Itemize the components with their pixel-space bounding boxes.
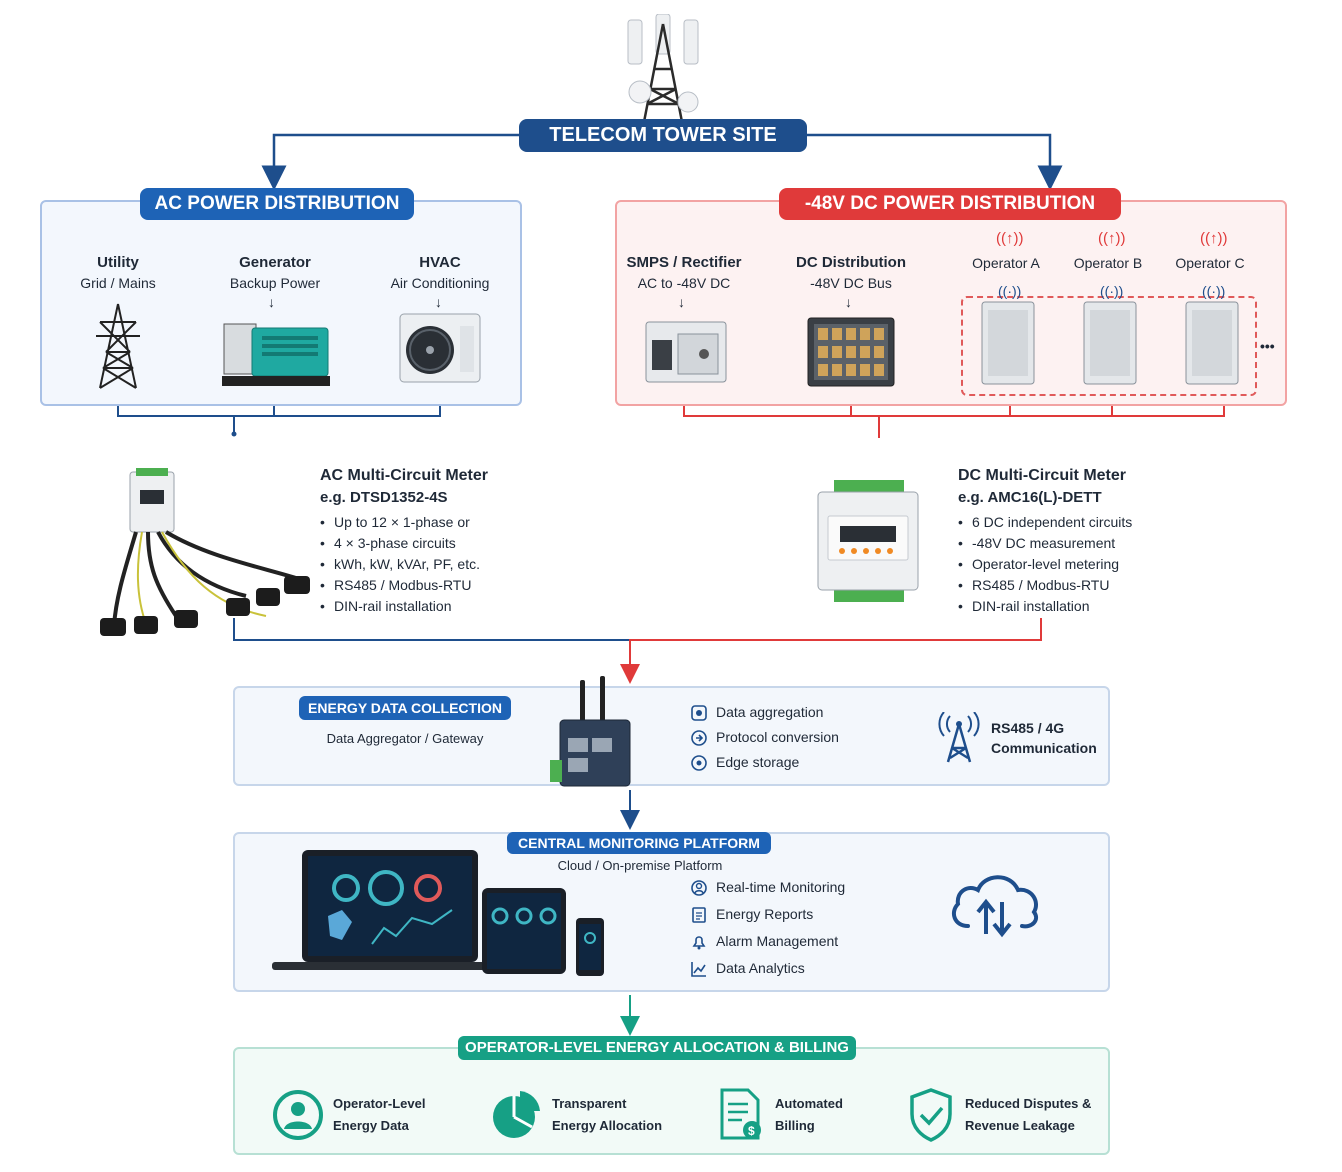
billing-item-line1: Automated — [775, 1096, 843, 1111]
arrow-down-icon: ↓ — [268, 294, 275, 310]
telecom-tower-icon — [627, 14, 699, 122]
dc-meter-feature: 6 DC independent circuits — [958, 512, 1132, 533]
alarm-bell-icon — [690, 933, 708, 951]
platform-title: CENTRAL MONITORING PLATFORM — [507, 832, 771, 854]
generator-icon — [222, 323, 330, 386]
arrow-down-icon: ↓ — [845, 294, 852, 310]
dc-meter-feature: -48V DC measurement — [958, 533, 1132, 554]
collection-feature: Data aggregation — [716, 704, 824, 720]
arrow-down-icon: ↓ — [678, 294, 685, 310]
billing-item-line2: Energy Allocation — [552, 1118, 663, 1133]
data-collection-title: ENERGY DATA COLLECTION — [299, 696, 511, 720]
operator-c-label: Operator C — [1175, 255, 1245, 271]
svg-text:((·)): ((·)) — [1202, 283, 1225, 299]
communication-tower-icon — [938, 712, 980, 763]
ac-meter-feature: DIN-rail installation — [320, 596, 480, 617]
air-conditioner-icon — [399, 313, 481, 383]
operator-c-cabinet-icon: ((·)) — [1185, 283, 1239, 385]
ac-meter-feature: 4 × 3-phase circuits — [320, 533, 480, 554]
comm-sub: Communication — [991, 740, 1097, 756]
collection-feature: Edge storage — [716, 754, 800, 770]
svg-text:((·)): ((·)) — [1100, 283, 1123, 299]
svg-text:$: $ — [748, 1124, 755, 1138]
ac-meter-feature: Up to 12 × 1-phase or — [320, 512, 480, 533]
monitoring-icon — [690, 879, 708, 897]
platform-feature: Real-time Monitoring — [716, 879, 846, 895]
antenna-icon: ((↑)) — [1098, 230, 1126, 247]
dc-meter-feature: RS485 / Modbus-RTU — [958, 575, 1132, 596]
invoice-icon: $ — [720, 1088, 761, 1140]
gateway-label: Data Aggregator / Gateway — [326, 731, 484, 746]
dc-distribution-cabinet-icon — [807, 317, 895, 387]
collection-features: Data aggregation Protocol conversion Edg… — [690, 700, 839, 775]
platform-subtitle: Cloud / On-premise Platform — [557, 858, 723, 873]
billing-item-line1: Operator-Level — [333, 1096, 426, 1111]
billing-panel — [233, 1047, 1110, 1155]
platform-features: Real-time Monitoring Energy Reports Alar… — [690, 874, 845, 982]
rectifier-sub: AC to -48V DC — [637, 275, 731, 291]
utility-sub: Grid / Mains — [80, 275, 156, 291]
gateway-device-icon — [550, 676, 631, 787]
report-icon — [690, 906, 708, 924]
operator-a-label: Operator A — [972, 255, 1040, 271]
dc-meter-image — [817, 480, 919, 602]
operator-a-cabinet-icon: ((·)) — [981, 283, 1035, 385]
svg-text:((·)): ((·)) — [998, 283, 1021, 299]
shield-check-icon — [910, 1088, 952, 1142]
more-operators-ellipsis: ••• — [1260, 338, 1275, 354]
generator-sub: Backup Power — [229, 275, 321, 291]
pie-chart-icon — [493, 1091, 540, 1138]
ac-panel-title: AC POWER DISTRIBUTION — [140, 188, 414, 220]
edge-storage-icon — [690, 754, 708, 772]
hvac-sub: Air Conditioning — [390, 275, 490, 291]
antenna-icon: ((↑)) — [1200, 230, 1228, 247]
ac-meter-model: e.g. DTSD1352-4S — [320, 489, 448, 506]
site-title: TELECOM TOWER SITE — [519, 119, 807, 152]
dc-meter-feature: Operator-level metering — [958, 554, 1132, 575]
ac-meter-features: Up to 12 × 1-phase or 4 × 3-phase circui… — [320, 512, 480, 617]
dc-meter-feature: DIN-rail installation — [958, 596, 1132, 617]
comm-label: RS485 / 4G — [991, 720, 1065, 736]
ac-meter-feature: kWh, kW, kVAr, PF, etc. — [320, 554, 480, 575]
dc-meter-model: e.g. AMC16(L)-DETT — [958, 489, 1102, 506]
billing-item-line2: Revenue Leakage — [965, 1118, 1075, 1133]
dc-distribution-sub: -48V DC Bus — [810, 275, 892, 291]
dc-meter-features: 6 DC independent circuits -48V DC measur… — [958, 512, 1132, 617]
operator-equipment-group — [961, 296, 1257, 396]
platform-feature: Energy Reports — [716, 906, 814, 922]
ac-meter-image — [100, 468, 310, 636]
ac-meter-title: AC Multi-Circuit Meter — [320, 467, 488, 484]
operator-b-cabinet-icon: ((·)) — [1083, 283, 1137, 385]
billing-item-line1: Transparent — [552, 1096, 627, 1111]
billing-item-line2: Energy Data — [333, 1118, 409, 1133]
platform-feature: Data Analytics — [716, 960, 805, 976]
platform-feature: Alarm Management — [716, 933, 839, 949]
antenna-icon: ((↑)) — [996, 230, 1024, 247]
billing-item-line2: Billing — [775, 1118, 815, 1133]
rectifier-label: SMPS / Rectifier — [626, 254, 742, 271]
dc-meter-title: DC Multi-Circuit Meter — [958, 467, 1126, 484]
dc-distribution-label: DC Distribution — [796, 254, 906, 271]
billing-title: OPERATOR-LEVEL ENERGY ALLOCATION & BILLI… — [458, 1036, 856, 1060]
dashboard-devices-icon — [272, 850, 604, 976]
operator-user-icon — [273, 1090, 323, 1140]
generator-label: Generator — [239, 254, 311, 271]
collection-feature: Protocol conversion — [716, 729, 839, 745]
dc-panel-title: -48V DC POWER DISTRIBUTION — [779, 188, 1121, 220]
hvac-label: HVAC — [419, 254, 461, 271]
operator-b-label: Operator B — [1073, 255, 1143, 271]
cloud-sync-icon — [951, 875, 1039, 938]
rectifier-icon — [645, 321, 727, 383]
protocol-conversion-icon — [690, 729, 708, 747]
ac-meter-feature: RS485 / Modbus-RTU — [320, 575, 480, 596]
utility-label: Utility — [97, 254, 139, 271]
aggregation-icon — [690, 704, 708, 722]
analytics-icon — [690, 960, 708, 978]
billing-item-line1: Reduced Disputes & — [965, 1096, 1092, 1111]
power-pylon-icon — [96, 303, 140, 389]
arrow-down-icon: ↓ — [435, 294, 442, 310]
